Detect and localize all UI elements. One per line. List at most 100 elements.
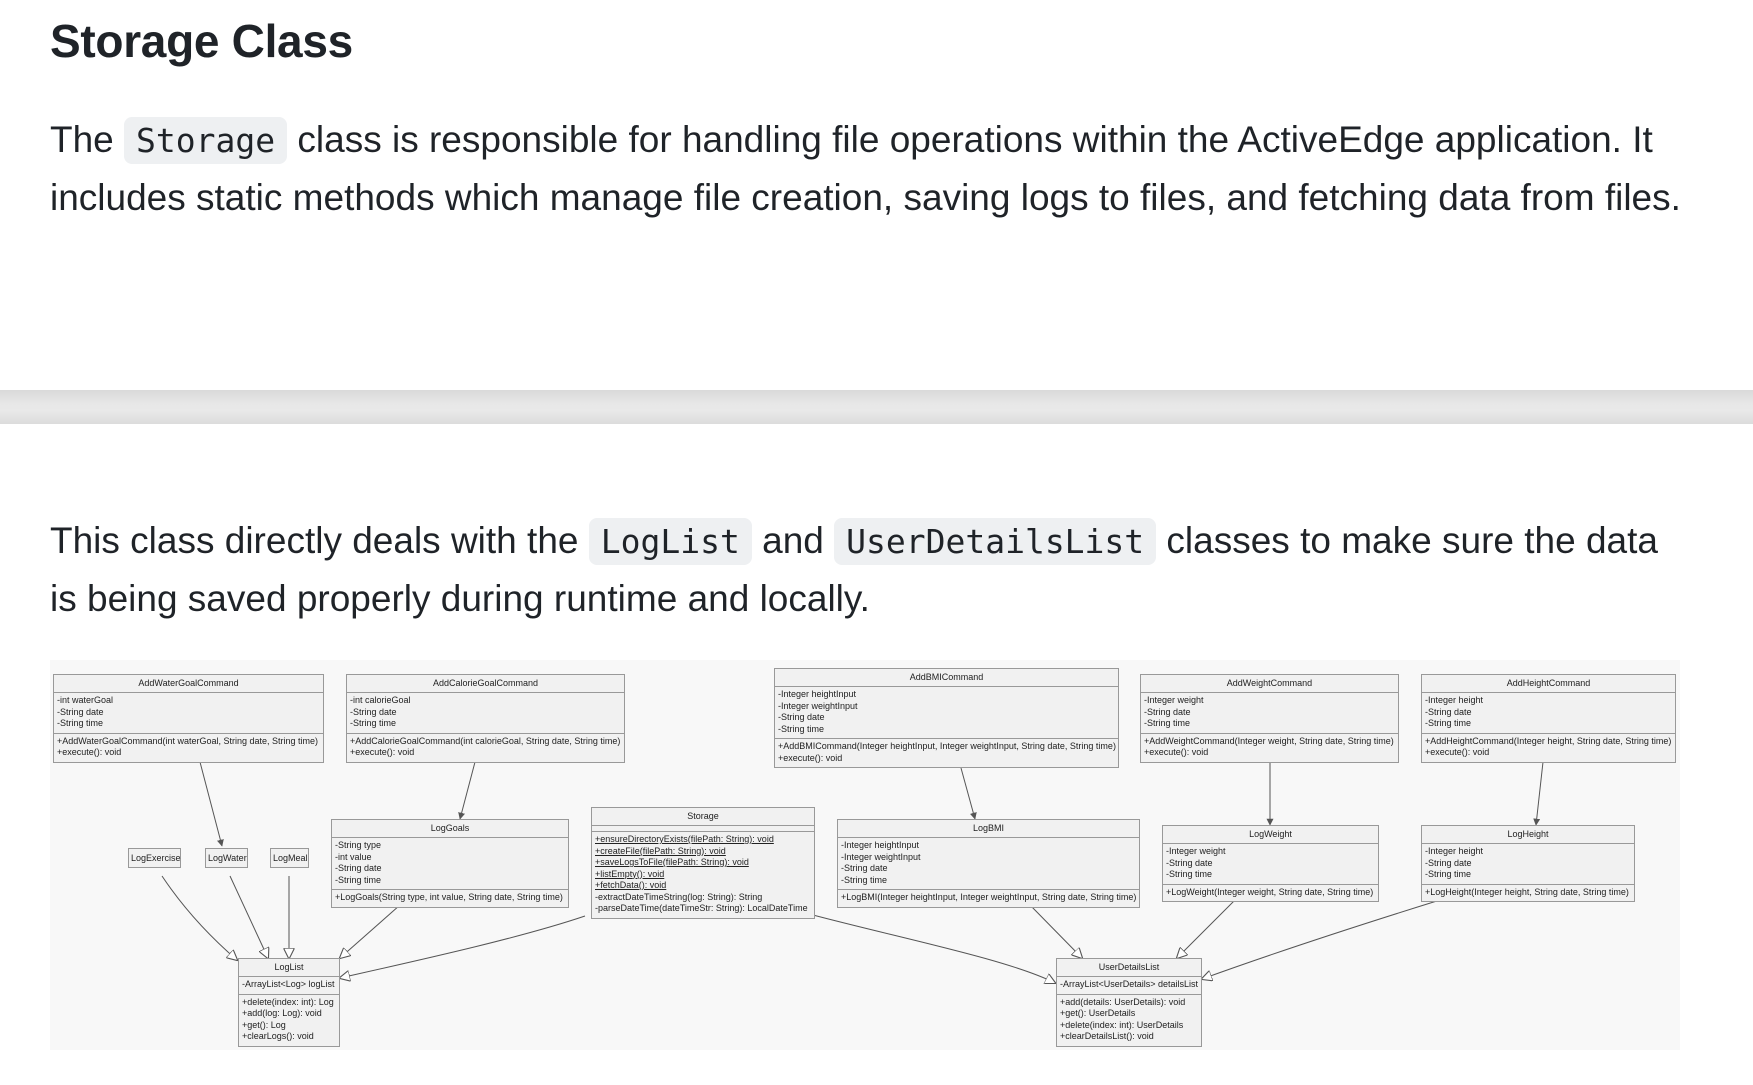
edge-height-to-logheight <box>1533 761 1544 826</box>
static-method: +listEmpty(): void <box>595 868 665 879</box>
field: -String time <box>57 718 104 728</box>
class-name: LogBMI <box>838 820 1139 838</box>
field: -String date <box>335 863 382 873</box>
field: -String date <box>1425 706 1472 717</box>
class-loggoals: LogGoals -String type -int value -String… <box>331 819 569 908</box>
intro-paragraph: The Storage class is responsible for han… <box>50 111 1690 226</box>
diagram-connectors <box>161 761 1544 1050</box>
class-name: UserDetailsList <box>1057 959 1201 977</box>
field: -String date <box>1425 857 1472 868</box>
field: -Integer weight <box>1144 695 1204 705</box>
edge-logbmi-to-userdetailslist <box>1029 904 1082 958</box>
class-name: LogGoals <box>332 820 568 838</box>
field: -String time <box>1425 718 1472 728</box>
method: +AddBMICommand(Integer heightInput, Inte… <box>778 741 1116 751</box>
class-name: LogHeight <box>1422 826 1634 844</box>
field: -int value <box>335 851 372 862</box>
inline-code-storage: Storage <box>124 117 288 164</box>
field: -String time <box>1166 869 1213 879</box>
edge-logweight-to-userdetailslist <box>1177 899 1236 958</box>
field: -String date <box>1144 706 1191 717</box>
field: -String date <box>350 706 397 717</box>
class-logwater: LogWater <box>205 848 248 868</box>
class-logbmi: LogBMI -Integer heightInput -Integer wei… <box>837 819 1140 908</box>
method: +add(log: Log): void <box>242 1008 322 1018</box>
method: +execute(): void <box>1144 747 1209 757</box>
edge-loggoals-to-loglist <box>340 904 401 958</box>
method: +execute(): void <box>778 752 843 763</box>
second-text-2: and <box>751 520 835 561</box>
static-method: +ensureDirectoryExists(filePath: String)… <box>595 834 774 844</box>
class-name: LogExercise <box>131 853 181 863</box>
method: +AddHeightCommand(Integer height, String… <box>1425 735 1672 746</box>
class-name: AddCalorieGoalCommand <box>347 675 624 693</box>
field: -String date <box>841 863 888 873</box>
relationship-paragraph: This class directly deals with the LogLi… <box>50 512 1690 627</box>
field: -String type <box>335 840 382 850</box>
class-addbmicommand: AddBMICommand -Integer heightInput -Inte… <box>774 668 1119 768</box>
class-name: AddBMICommand <box>775 669 1118 687</box>
field: -String time <box>335 874 382 885</box>
page-heading: Storage Class <box>50 15 353 67</box>
edge-bmi-to-logbmi <box>960 767 977 820</box>
method: +execute(): void <box>350 747 415 757</box>
method: +LogBMI(Integer heightInput, Integer wei… <box>841 892 1137 902</box>
field: -Integer height <box>1425 695 1484 705</box>
method: +AddWeightCommand(Integer weight, String… <box>1144 735 1394 746</box>
method: +AddCalorieGoalCommand(int calorieGoal, … <box>350 735 621 746</box>
static-method: +saveLogsToFile(filePath: String): void <box>595 857 749 867</box>
edge-logwater-to-loglist <box>229 875 268 958</box>
class-diagram: AddWaterGoalCommand -int waterGoal -Stri… <box>50 660 1680 1050</box>
field: -Integer weightInput <box>841 851 921 862</box>
field: -int waterGoal <box>57 695 114 705</box>
class-name: LogWater <box>208 853 247 863</box>
field: -String time <box>841 874 888 885</box>
field: -Integer height <box>1425 846 1484 856</box>
class-addheightcommand: AddHeightCommand -Integer height -String… <box>1421 674 1676 763</box>
edge-storage-to-loglist <box>340 915 586 978</box>
method: +LogWeight(Integer weight, String date, … <box>1166 886 1374 897</box>
method: +AddWaterGoalCommand(int waterGoal, Stri… <box>57 735 319 746</box>
class-logmeal: LogMeal <box>270 848 309 868</box>
edge-storage-to-userdetailslist <box>812 914 1055 983</box>
static-method: +createFile(filePath: String): void <box>595 845 726 856</box>
edge-calorie-goal-to-loggoals <box>458 761 476 820</box>
field: -Integer weightInput <box>778 700 858 711</box>
class-addwatergoalcommand: AddWaterGoalCommand -int waterGoal -Stri… <box>53 674 324 763</box>
field: -String date <box>778 712 825 722</box>
field: -String time <box>350 718 397 728</box>
method: +delete(index: int): Log <box>242 996 334 1007</box>
edge-logheight-to-userdetailslist <box>1202 899 1441 979</box>
method: +get(): UserDetails <box>1060 1008 1136 1018</box>
field: -ArrayList<UserDetails> detailsList <box>1060 979 1199 989</box>
second-text-1: This class directly deals with the <box>50 520 589 561</box>
field: -int calorieGoal <box>350 695 411 705</box>
second-text-3: classes to make sure the data is being s… <box>50 520 1658 619</box>
method: -extractDateTimeString(log: String): Str… <box>595 891 763 902</box>
class-name: AddWaterGoalCommand <box>54 675 323 693</box>
field: -String date <box>57 706 104 717</box>
inline-code-userdetailslist: UserDetailsList <box>834 518 1157 565</box>
class-logexercise: LogExercise <box>128 848 181 868</box>
method: +get(): Log <box>242 1019 286 1030</box>
class-name: Storage <box>592 808 814 826</box>
field: -String time <box>1144 718 1191 728</box>
field: -ArrayList<Log> logList <box>242 979 335 989</box>
field: -Integer heightInput <box>841 840 920 850</box>
static-method: +fetchData(): void <box>595 880 667 890</box>
method: +LogHeight(Integer height, String date, … <box>1425 886 1629 897</box>
intro-text-1: The <box>50 119 125 160</box>
class-name: LogMeal <box>273 853 308 863</box>
method: +clearDetailsList(): void <box>1060 1031 1154 1041</box>
field: -String time <box>1425 869 1472 879</box>
method: +execute(): void <box>57 747 122 757</box>
class-name: LogWeight <box>1163 826 1378 844</box>
divider-bar <box>0 390 1753 424</box>
method: +add(details: UserDetails): void <box>1060 996 1186 1007</box>
class-storage: Storage +ensureDirectoryExists(filePath:… <box>591 807 815 919</box>
field: -Integer heightInput <box>778 689 857 699</box>
edge-logexercise-to-loglist <box>161 875 237 960</box>
class-addweightcommand: AddWeightCommand -Integer weight -String… <box>1140 674 1399 763</box>
class-logweight: LogWeight -Integer weight -String date -… <box>1162 825 1379 902</box>
method: +execute(): void <box>1425 747 1490 757</box>
